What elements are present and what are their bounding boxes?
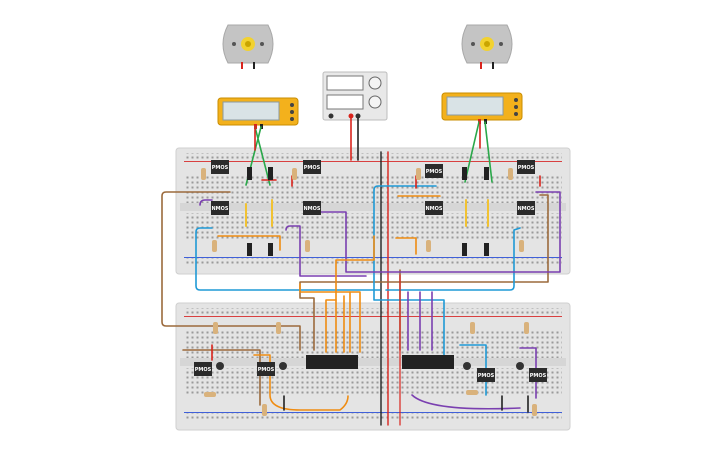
chip-c7[interactable]: NMOS (425, 201, 443, 215)
chip-c11-label: PMOS (478, 373, 495, 379)
chip-c8-label: NMOS (517, 206, 534, 212)
chip-c5[interactable]: NMOS (211, 201, 229, 215)
chip-c10-label: PMOS (258, 367, 275, 373)
chip-c9-label: PMOS (195, 367, 212, 373)
push-buttons[interactable] (216, 362, 524, 370)
chip-c4-label: PMOS (518, 165, 535, 171)
breadboard-bottom[interactable] (175, 302, 571, 431)
chip-c4[interactable]: PMOS (517, 160, 535, 174)
chip-c6-label: NMOS (303, 206, 320, 212)
chip-c6[interactable]: NMOS (303, 201, 321, 215)
chip-c3-label: PMOS (426, 169, 443, 175)
wires (161, 117, 561, 426)
resistors (201, 168, 537, 416)
dc-motor-right[interactable] (461, 24, 513, 69)
chip-c5-label: NMOS (211, 206, 228, 212)
breadboard-top[interactable] (175, 147, 571, 275)
chip-c1-label: PMOS (212, 165, 229, 171)
chip-c12-label: PMOS (530, 373, 547, 379)
chip-c7-label: NMOS (425, 206, 442, 212)
chip-c2[interactable]: PMOS (303, 160, 321, 174)
transistor-row (247, 167, 489, 369)
chip-c10[interactable]: PMOS (257, 362, 275, 376)
chip-c9[interactable]: PMOS (194, 362, 212, 376)
chip-c11[interactable]: PMOS (477, 368, 495, 382)
chip-c8[interactable]: NMOS (517, 201, 535, 215)
dc-motor-left[interactable] (222, 24, 274, 69)
chip-c1[interactable]: PMOS (211, 160, 229, 174)
multimeter-left[interactable] (217, 97, 299, 129)
multimeter-right[interactable] (441, 92, 523, 124)
power-supply[interactable] (322, 71, 388, 121)
chip-c12[interactable]: PMOS (529, 368, 547, 382)
chip-c3[interactable]: PMOS (425, 164, 443, 178)
chip-c2-label: PMOS (304, 165, 321, 171)
